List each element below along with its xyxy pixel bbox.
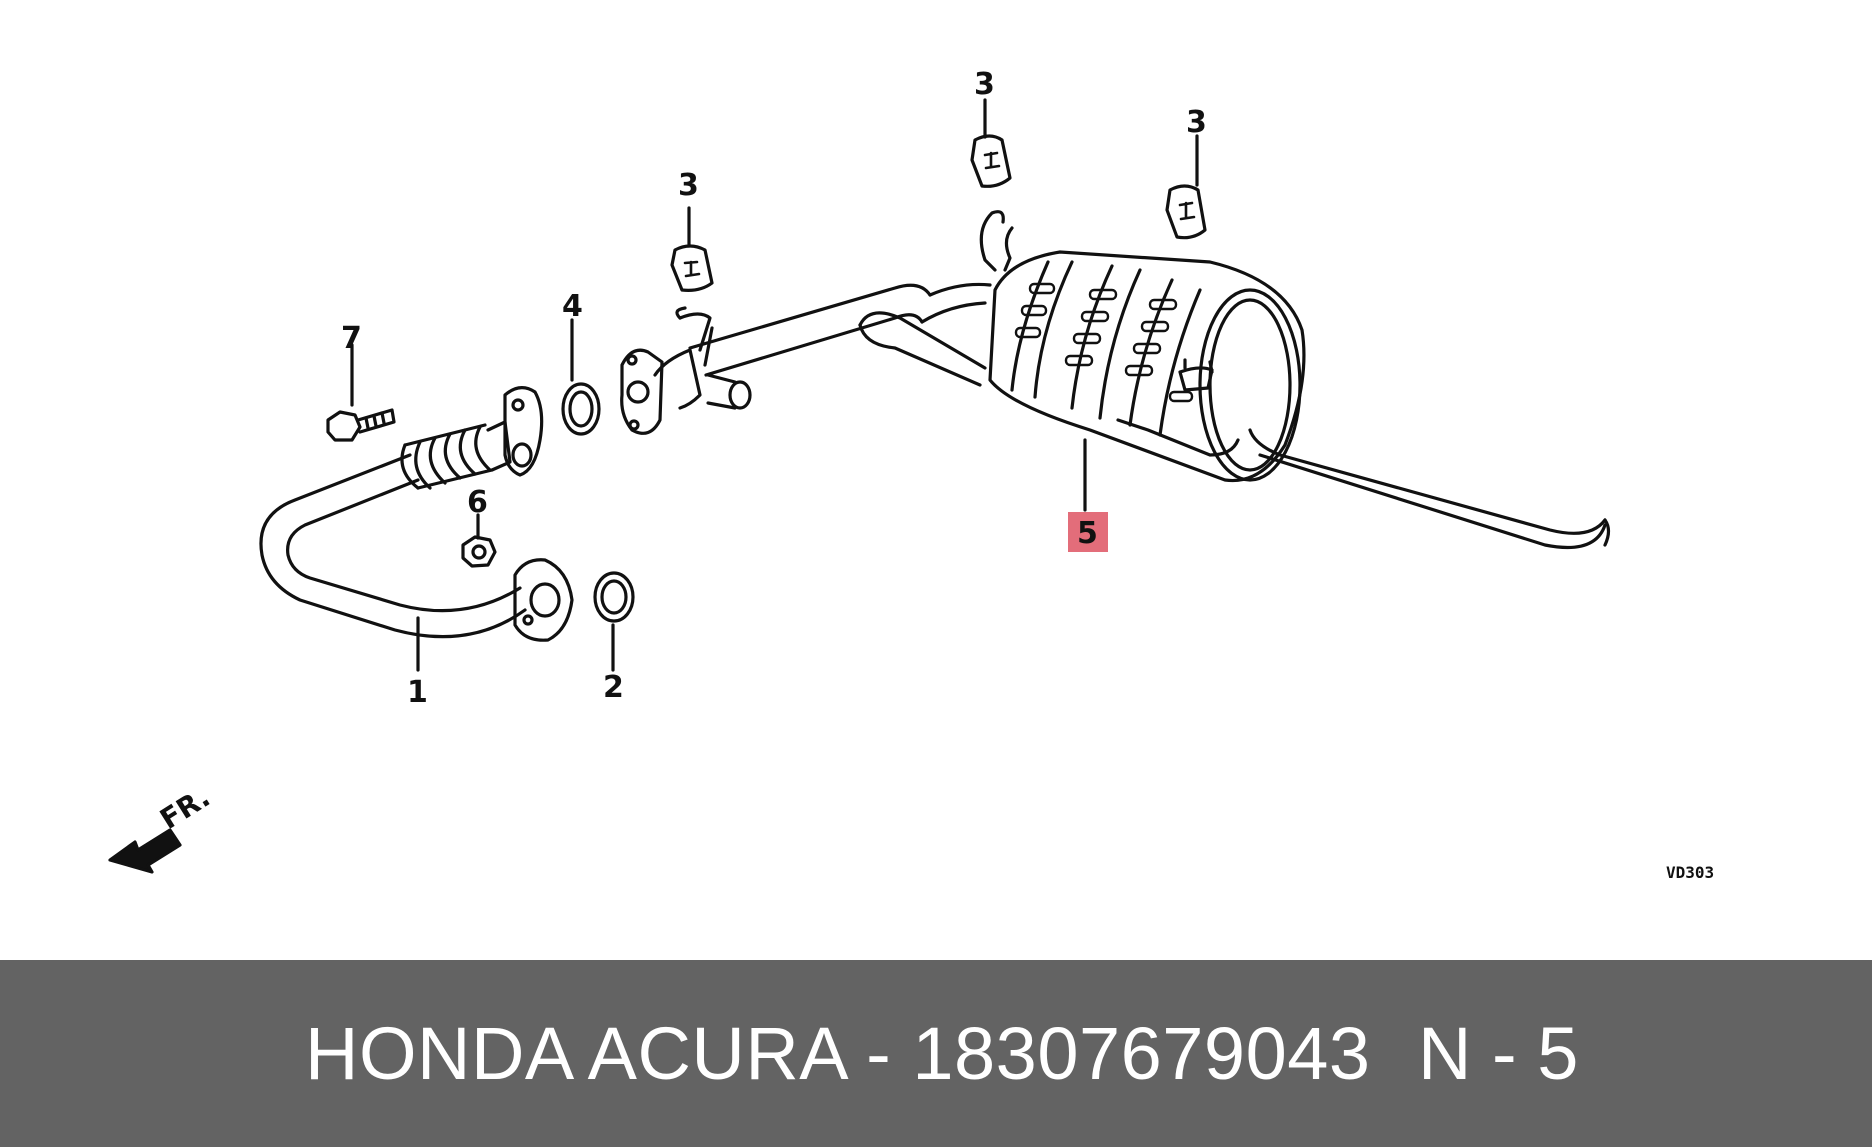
nut-part-6 [461,513,497,568]
gasket-part-2 [593,571,635,672]
hanger-rubber-part-3-center [970,98,1012,188]
callout-4: 4 [562,289,583,324]
part-number-title: HONDA ACURA - 18307679043 [305,1012,1371,1095]
middle-pipe-and-muffler-part-5 [620,210,1611,550]
front-marker-label: FR. [154,780,215,835]
callout-7: 7 [341,321,362,356]
callout-5: 5 [1077,516,1098,551]
exhaust-parts-diagram: 1 2 3 3 3 4 5 6 7 FR. VD303 [108,67,1714,882]
callout-3-left: 3 [678,168,699,203]
callout-1: 1 [407,675,428,710]
callout-5-highlight [1068,512,1108,552]
callout-3-center: 3 [974,67,995,102]
front-direction-arrow [108,828,182,874]
diagram-drawing: 1 2 3 3 3 4 5 6 7 FR. VD303 [108,67,1714,882]
bolt-part-7 [326,343,396,442]
diagram-position: N - 5 [1418,1012,1579,1095]
callout-3-right: 3 [1186,105,1207,140]
callout-6: 6 [467,485,488,520]
gasket-part-4 [561,318,601,436]
front-pipe-part-1 [259,386,574,672]
hanger-rubber-part-3-left [670,206,714,292]
diagram-code: VD303 [1666,863,1714,882]
footer-banner: HONDA ACURA - 18307679043 N - 5 [0,960,1872,1147]
callout-2: 2 [603,670,624,705]
hanger-rubber-part-3-right [1165,134,1207,240]
